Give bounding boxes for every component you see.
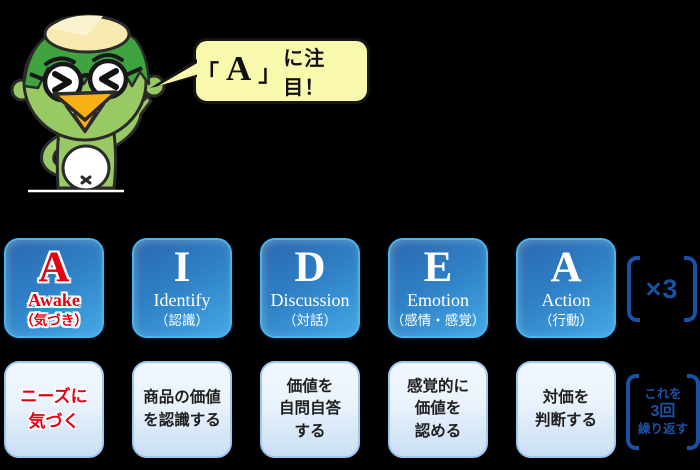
aidea-letter: D xyxy=(294,244,326,292)
desc-card-awake: ニーズに 気づく xyxy=(4,361,104,458)
desc-line: する xyxy=(294,422,326,440)
aidea-jp-label: （行動） xyxy=(539,312,593,328)
times-three-label: ×3 xyxy=(645,273,679,304)
kappa-mascot-icon xyxy=(10,14,166,193)
aidea-jp-label: （対話） xyxy=(283,312,337,328)
desc-line: 商品の価値 xyxy=(143,389,221,407)
desc-line: ニーズに xyxy=(20,386,88,406)
speech-bubble: 「 A 」 に注目！ xyxy=(193,38,370,104)
desc-card-identify: 商品の価値 を認識する xyxy=(132,361,232,458)
desc-line: を認識する xyxy=(143,411,221,429)
aidea-word: Awake xyxy=(28,290,80,311)
desc-line: 認める xyxy=(414,422,462,440)
aidea-letter: E xyxy=(423,244,453,292)
aidea-letter-row: A Awake （気づき） I Identify （認識） D Discussi… xyxy=(4,238,616,338)
desc-line: 気づく xyxy=(28,411,80,431)
left-bracket-icon xyxy=(626,374,639,450)
aidea-word: Emotion xyxy=(407,290,469,311)
bubble-suffix-text: に注目！ xyxy=(283,48,326,99)
repeat-note-line: 3回 xyxy=(650,403,676,421)
repeat-note-line: 繰り返す xyxy=(637,421,688,436)
desc-line: 感覚的に xyxy=(406,377,469,395)
aidea-jp-label: （感情・感覚） xyxy=(390,312,486,328)
aidea-card-discussion: D Discussion （対話） xyxy=(260,238,360,338)
aidea-description-row: ニーズに 気づく 商品の価値 を認識する 価値を 自問自答 する 感覚的に 価値… xyxy=(4,361,616,458)
left-bracket-icon xyxy=(627,256,640,322)
speech-bubble-tail-icon xyxy=(150,59,199,88)
desc-line: 価値を xyxy=(286,377,334,395)
aidea-card-emotion: E Emotion （感情・感覚） xyxy=(388,238,488,338)
desc-line: 対価を xyxy=(542,389,590,407)
right-bracket-icon xyxy=(684,256,697,322)
bubble-open-bracket: 「 xyxy=(196,60,219,86)
aidea-jp-label: （気づき） xyxy=(20,312,88,328)
aidea-word: Identify xyxy=(153,290,211,311)
desc-line: 判断する xyxy=(534,411,597,429)
bubble-letter-a: A xyxy=(226,49,252,88)
aidea-word: Action xyxy=(541,290,591,311)
repeat-three-times-bracket: これを 3回 繰り返す xyxy=(626,374,700,450)
aidea-word: Discussion xyxy=(270,290,350,311)
aidea-letter: A xyxy=(38,244,70,292)
aidea-letter: I xyxy=(173,244,191,292)
right-bracket-icon xyxy=(687,374,700,450)
repeat-note-line: これを xyxy=(644,387,682,402)
aidea-jp-label: （認識） xyxy=(155,312,209,328)
aidea-card-identify: I Identify （認識） xyxy=(132,238,232,338)
repeat-note: これを 3回 繰り返す xyxy=(638,387,688,436)
bubble-close-bracket: 」 xyxy=(258,60,282,86)
aidea-card-awake: A Awake （気づき） xyxy=(4,238,104,338)
desc-card-emotion: 感覚的に 価値を 認める xyxy=(388,361,488,458)
times-three-bracket: ×3 xyxy=(627,256,697,322)
desc-line: 価値を xyxy=(414,400,462,418)
aidea-card-action: A Action （行動） xyxy=(516,238,616,338)
desc-line: 自問自答 xyxy=(278,400,341,418)
desc-card-action: 対価を 判断する xyxy=(516,361,616,458)
desc-card-discussion: 価値を 自問自答 する xyxy=(260,361,360,458)
aidea-letter: A xyxy=(550,244,582,292)
